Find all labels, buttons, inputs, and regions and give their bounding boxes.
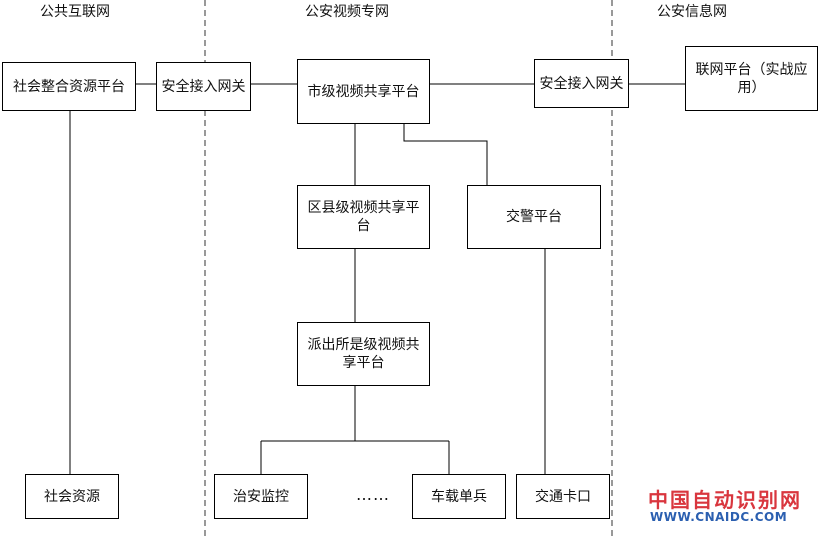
vehicle-unit-label: 车载单兵	[431, 488, 487, 505]
public-security-monitoring-label: 治安监控	[233, 488, 289, 505]
traffic-checkpoint-box: 交通卡口	[516, 474, 610, 519]
city-video-platform-box: 市级视频共享平台	[297, 59, 430, 124]
security-gateway-right-label: 安全接入网关	[539, 75, 624, 92]
social-integration-platform-box: 社会整合资源平台	[2, 62, 136, 111]
social-resources-box: 社会资源	[25, 474, 119, 519]
security-gateway-left-label: 安全接入网关	[161, 78, 246, 95]
city-video-platform-label: 市级视频共享平台	[307, 83, 420, 100]
police-station-video-platform-label: 派出所是级视频共享平台	[307, 337, 420, 371]
public-security-monitoring-box: 治安监控	[214, 474, 308, 519]
traffic-police-platform-label: 交警平台	[506, 209, 562, 225]
district-video-platform-box: 区县级视频共享平台	[297, 185, 430, 249]
edge-city-to-traffic	[403, 124, 488, 185]
social-integration-platform-label: 社会整合资源平台	[13, 78, 125, 95]
security-gateway-right-box: 安全接入网关	[534, 59, 629, 108]
more-devices-ellipsis: ……	[356, 485, 390, 504]
traffic-checkpoint-label: 交通卡口	[535, 488, 591, 505]
security-gateway-left-box: 安全接入网关	[156, 62, 251, 111]
zone-label-public-internet: 公共互联网	[40, 4, 110, 20]
watermark-url: WWW.CNAIDC.COM	[650, 510, 788, 524]
network-platform-label: 联网平台（实战应用）	[695, 61, 808, 96]
district-video-platform-label: 区县级视频共享平台	[307, 200, 420, 234]
zone-label-police-video-network: 公安视频专网	[305, 4, 389, 20]
network-platform-box: 联网平台（实战应用）	[685, 46, 818, 111]
police-station-video-platform-box: 派出所是级视频共享平台	[297, 322, 430, 386]
watermark-site-name: 中国自动识别网	[648, 488, 802, 512]
social-resources-label: 社会资源	[44, 488, 100, 505]
traffic-police-platform-box: 交警平台	[467, 185, 601, 249]
vehicle-unit-box: 车载单兵	[412, 474, 506, 519]
zone-label-police-info-network: 公安信息网	[657, 4, 727, 20]
